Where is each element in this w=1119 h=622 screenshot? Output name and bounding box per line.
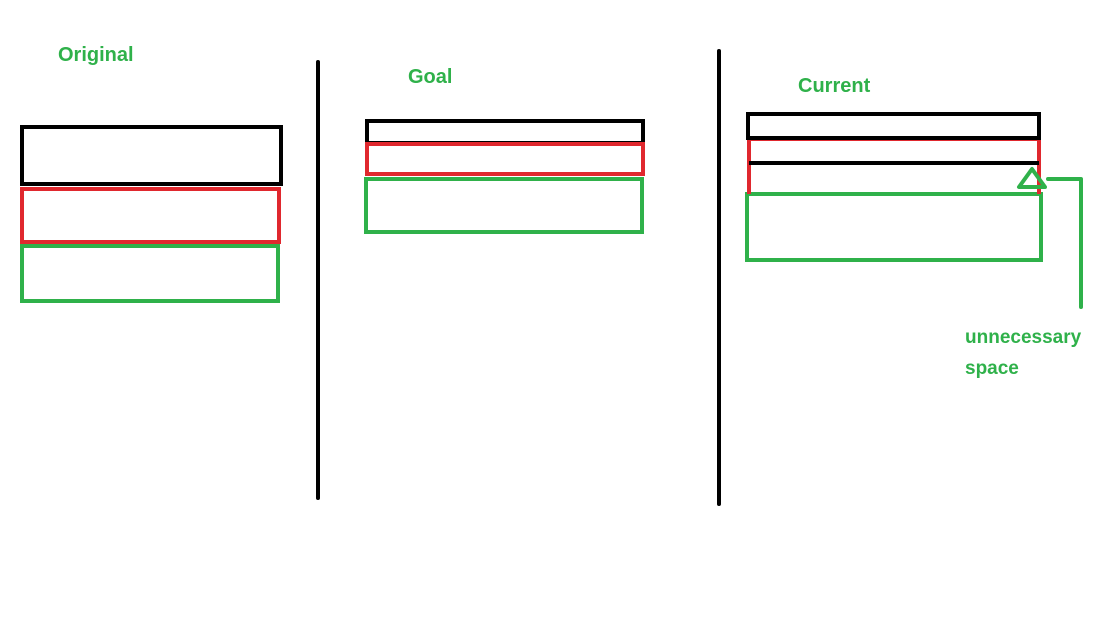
original-title: Original — [58, 44, 134, 66]
original-green-box — [20, 244, 280, 303]
current-green-box — [745, 192, 1043, 262]
annotation-note: unnecessary space — [965, 322, 1115, 384]
goal-black-box — [365, 119, 645, 145]
arrow-shaft — [1046, 177, 1083, 309]
current-black-box — [746, 112, 1041, 140]
current-stack — [745, 112, 1043, 262]
goal-green-box — [364, 177, 644, 234]
original-black-box — [20, 125, 283, 186]
goal-red-box — [365, 142, 645, 176]
annotation-line-1: unnecessary — [965, 327, 1082, 348]
current-title: Current — [798, 75, 871, 97]
arrow-head-icon — [1017, 167, 1047, 189]
original-red-box — [20, 187, 281, 244]
annotation-arrow — [1017, 167, 1083, 309]
goal-stack — [364, 119, 645, 234]
original-stack — [20, 125, 283, 303]
annotation-line-2: space — [965, 358, 1019, 379]
goal-title: Goal — [408, 66, 453, 88]
